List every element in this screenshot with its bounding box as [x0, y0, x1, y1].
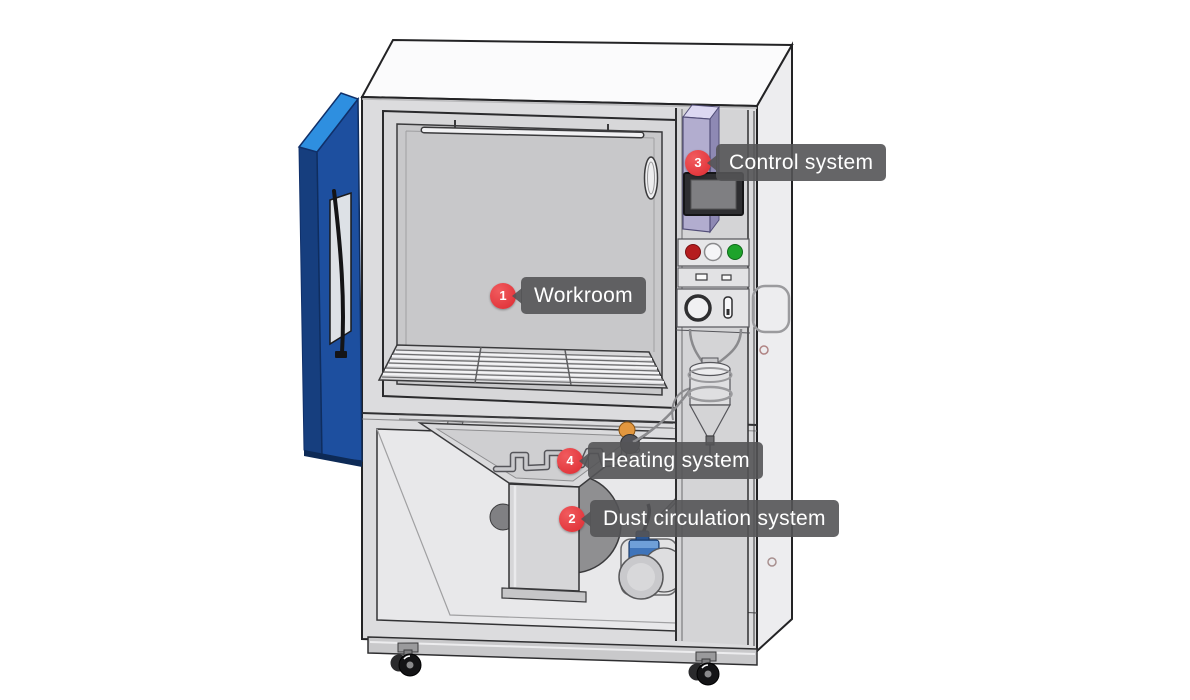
cabinet-top-face	[360, 38, 794, 108]
screw	[759, 345, 769, 355]
callout-dust-circulation-system: 2 Dust circulation system	[559, 500, 839, 537]
wire-loop	[751, 284, 791, 334]
screw	[767, 557, 777, 567]
dust-injector-vessel	[687, 357, 733, 458]
callout-workroom: 1 Workroom	[490, 277, 646, 314]
touchscreen	[683, 172, 744, 216]
red-indicator	[685, 244, 701, 260]
base-plinth	[367, 636, 758, 666]
white-button	[703, 242, 723, 262]
door-top-face	[297, 92, 360, 153]
callout-control-system: 3 Control system	[685, 144, 887, 181]
door	[297, 92, 363, 467]
green-indicator	[727, 244, 743, 260]
workroom	[377, 109, 677, 410]
caster-right	[688, 651, 720, 686]
circulation-pump	[618, 503, 686, 600]
callout-label: Control system	[716, 144, 887, 181]
knob-panel	[675, 288, 751, 334]
callout-heating-system: 4 Heating system	[557, 442, 763, 479]
cabinet-right-face	[756, 41, 793, 654]
door-handle	[332, 189, 346, 355]
caster-left	[390, 642, 422, 677]
callout-label: Dust circulation system	[590, 500, 839, 537]
workroom-chamber	[396, 123, 663, 396]
light-bar	[420, 120, 645, 139]
specimen-grate	[377, 344, 669, 389]
fan-disc	[643, 156, 659, 200]
callout-label: Workroom	[521, 277, 646, 314]
callout-label: Heating system	[588, 442, 763, 479]
switch-panel	[677, 267, 750, 288]
indicator-lights	[677, 238, 750, 267]
